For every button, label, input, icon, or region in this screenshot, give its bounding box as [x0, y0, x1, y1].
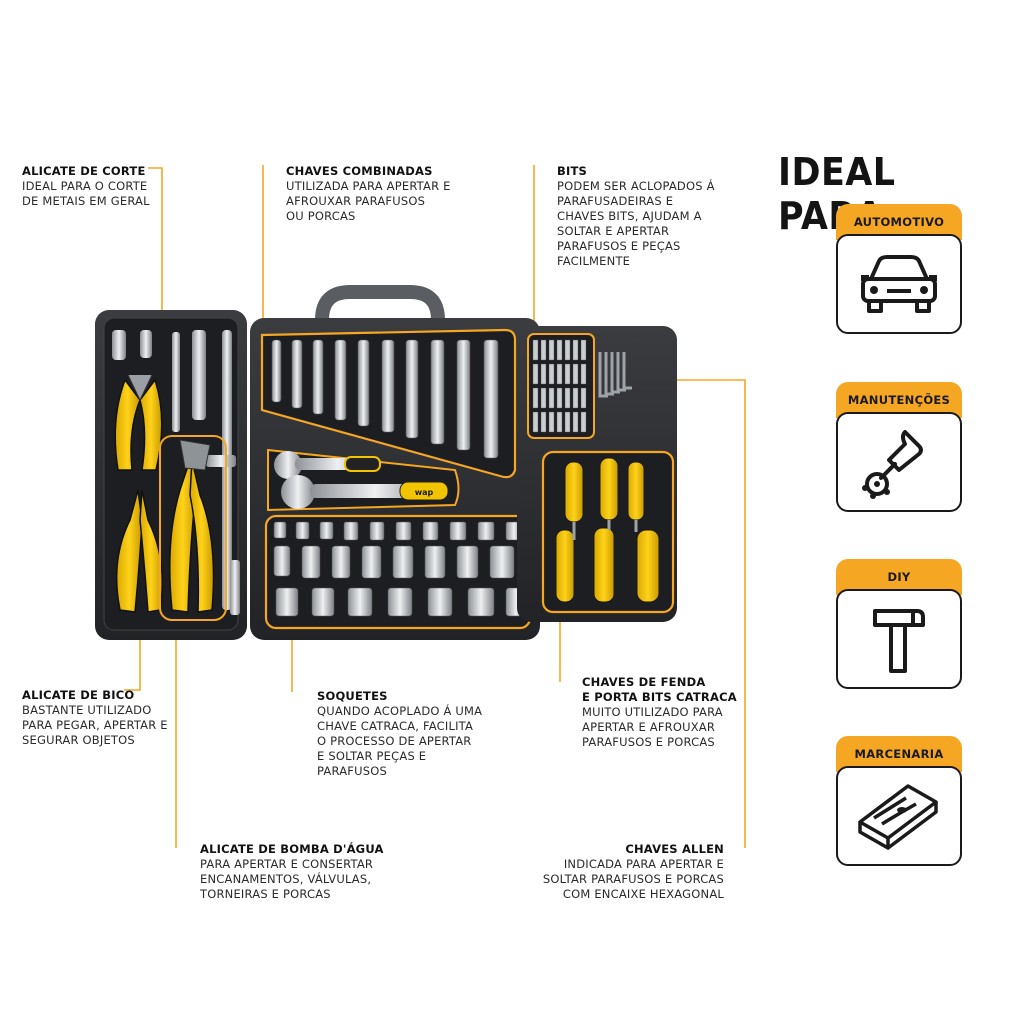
use-card-icon-box: [836, 766, 962, 866]
callout-title: ALICATE DE BICO: [22, 688, 135, 702]
allen-keys: [598, 352, 632, 398]
callout-description: PARA APERTAR E CONSERTAR ENCANAMENTOS, V…: [200, 857, 374, 901]
use-card-icon-box: [836, 234, 962, 334]
screwdriver-set: [555, 457, 660, 603]
wrench-icon: [862, 430, 923, 499]
callout-bits: BITS PODEM SER ACLOPADOS Á PARAFUSADEIRA…: [557, 164, 715, 269]
use-card-icon-box: [836, 412, 962, 512]
callout-description: BASTANTE UTILIZADO PARA PEGAR, APERTAR E…: [22, 703, 168, 747]
callout-alicate-bomba-agua: ALICATE DE BOMBA D'ÁGUA PARA APERTAR E C…: [200, 842, 384, 902]
case-left-panel: [95, 310, 247, 640]
callout-description: QUANDO ACOPLADO Á UMA CHAVE CATRACA, FAC…: [317, 704, 483, 778]
callout-title: BITS: [557, 164, 587, 178]
use-card-manutencoes: MANUTENÇÕES: [836, 382, 962, 512]
callout-chaves-de-fenda: CHAVES DE FENDA E PORTA BITS CATRACA MUI…: [582, 675, 737, 750]
callout-title: ALICATE DE BOMBA D'ÁGUA: [200, 842, 384, 856]
case-middle-panel: wap: [250, 318, 540, 640]
case-right-panel: [517, 326, 677, 622]
callout-description: IDEAL PARA O CORTE DE METAIS EM GERAL: [22, 179, 150, 208]
use-card-diy: DIY: [836, 559, 962, 689]
use-card-icon-box: [836, 589, 962, 689]
callout-title: CHAVES DE FENDA E PORTA BITS CATRACA: [582, 675, 737, 704]
case-handle: [315, 285, 445, 327]
callout-alicate-de-bico: ALICATE DE BICO BASTANTE UTILIZADO PARA …: [22, 688, 168, 748]
callout-soquetes: SOQUETES QUANDO ACOPLADO Á UMA CHAVE CAT…: [317, 689, 482, 779]
car-icon: [861, 255, 937, 313]
callout-title: CHAVES ALLEN: [625, 842, 724, 856]
hammer-icon: [873, 609, 925, 673]
use-card-automotivo: AUTOMOTIVO: [836, 204, 962, 334]
callout-alicate-de-corte: ALICATE DE CORTE IDEAL PARA O CORTE DE M…: [22, 164, 150, 209]
callout-description: PODEM SER ACLOPADOS Á PARAFUSADEIRAS E C…: [557, 179, 715, 268]
callout-chaves-allen: CHAVES ALLEN INDICADA PARA APERTAR E SOL…: [540, 842, 724, 902]
socket-set: [273, 521, 527, 617]
callout-chaves-combinadas: CHAVES COMBINADAS UTILIZADA PARA APERTAR…: [286, 164, 451, 224]
callout-description: INDICADA PARA APERTAR E SOLTAR PARAFUSOS…: [542, 857, 724, 901]
callout-description: MUITO UTILIZADO PARA APERTAR E AFROUXAR …: [582, 705, 723, 749]
callout-description: UTILIZADA PARA APERTAR E AFROUXAR PARAFU…: [286, 179, 451, 223]
wood-planks-icon: [858, 784, 938, 850]
combination-wrenches: [271, 339, 499, 459]
callout-title: SOQUETES: [317, 689, 388, 703]
wap-logo: wap: [415, 488, 434, 497]
callout-title: ALICATE DE CORTE: [22, 164, 146, 178]
callout-title: CHAVES COMBINADAS: [286, 164, 433, 178]
bit-set: [532, 339, 587, 433]
use-card-marcenaria: MARCENARIA: [836, 736, 962, 866]
